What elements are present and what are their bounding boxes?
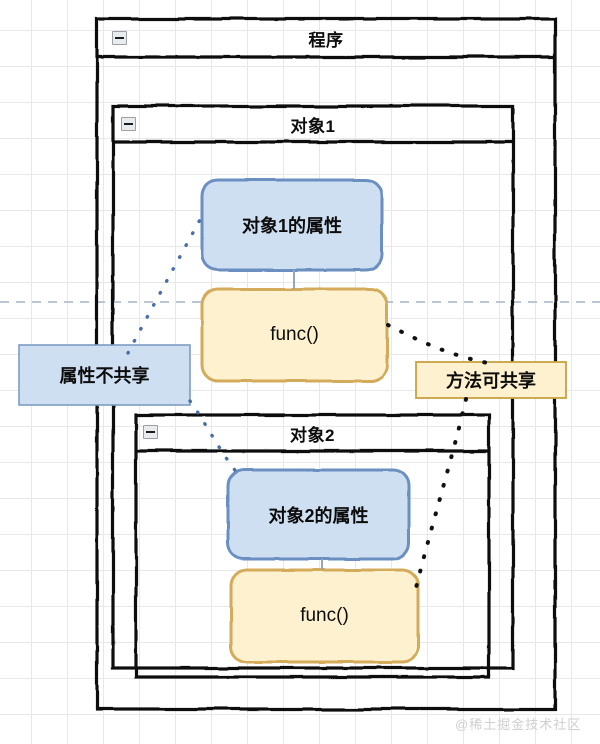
- container-object1-outline[interactable]: [111, 104, 515, 670]
- node-object1-attributes-shape[interactable]: [200, 178, 384, 272]
- node-object2-func-shape[interactable]: [229, 568, 420, 664]
- connector-object1-func-to-methods-callout: [386, 323, 500, 367]
- callout-methods-shared-label: 方法可共享: [446, 371, 536, 391]
- node-object1-func-shape[interactable]: [200, 287, 389, 383]
- container-object2-outline[interactable]: [134, 413, 491, 679]
- collapse-minus-icon-program[interactable]: [112, 31, 127, 45]
- container-object1-title: 对象1: [290, 116, 336, 136]
- watermark: @稀土掘金技术社区: [455, 717, 582, 732]
- connector-attrs-callout-to-object2-attrs: [188, 399, 240, 476]
- container-object2-title: 对象2: [290, 425, 335, 445]
- collapse-minus-icon-object2[interactable]: [143, 425, 158, 439]
- connector-attrs-callout-to-object1-attrs: [126, 214, 204, 355]
- node-object2-attributes-label: 对象2的属性: [268, 505, 369, 526]
- node-object2-attributes-shape[interactable]: [226, 468, 411, 561]
- node-object1-func-label: func(): [270, 324, 319, 345]
- callout-attributes-not-shared-shape[interactable]: [18, 344, 191, 406]
- container-program-outline[interactable]: [95, 17, 557, 711]
- collapse-minus-icon-object1[interactable]: [121, 117, 136, 131]
- node-object1-attributes-label: 对象1的属性: [241, 216, 342, 236]
- connector-methods-callout-to-object2-func: [412, 397, 468, 598]
- callout-methods-shared-shape[interactable]: [415, 361, 567, 399]
- callout-attributes-not-shared-label: 属性不共享: [59, 366, 150, 386]
- node-object2-func-label: func(): [300, 605, 349, 626]
- container-program-title: 程序: [308, 30, 344, 50]
